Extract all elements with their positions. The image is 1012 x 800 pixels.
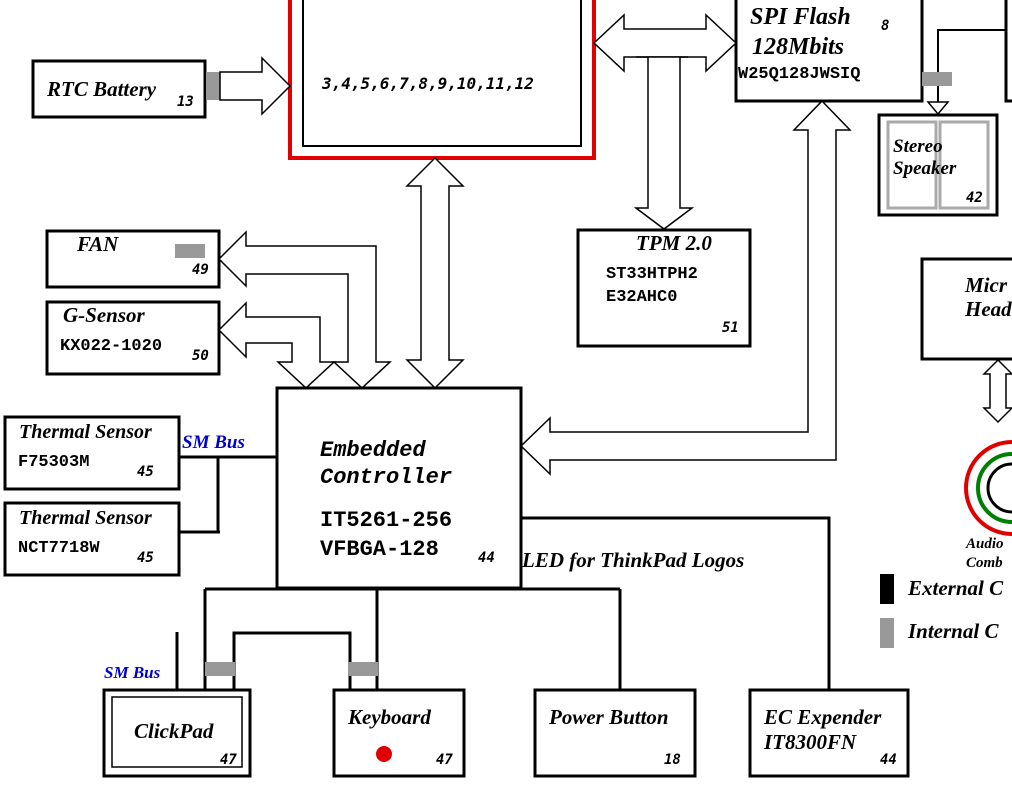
rtc-battery-block: RTC Battery 13: [31, 59, 220, 119]
tpm-part2: E32AHC0: [606, 288, 677, 307]
fan-label: FAN: [76, 232, 119, 256]
clickpad-block: ClickPad 47: [102, 688, 252, 778]
thermal-sensor-2-part: NCT7718W: [18, 539, 100, 558]
legend-internal-swatch: [880, 618, 894, 648]
thermal-sensor-2-label: Thermal Sensor: [19, 507, 152, 529]
stereo-speaker-page: 42: [966, 190, 983, 206]
spi-flash-size: 128Mbits: [752, 34, 844, 60]
power-button-page: 18: [664, 752, 681, 768]
spi-flash-part: W25Q128JWSIQ: [738, 65, 860, 84]
ec-g-sensor-arrow: [217, 301, 336, 390]
stereo-speaker-block: Stereo Speaker 42: [877, 113, 999, 217]
cpu-spi-flash-arrow: [592, 13, 738, 73]
spi-flash-page: 8: [881, 18, 889, 34]
g-sensor-block: G-Sensor KX022-1020 50: [45, 300, 221, 376]
tpm-part1: ST33HTPH2: [606, 265, 698, 284]
ec-page: 44: [478, 550, 495, 566]
rtc-battery-page: 13: [177, 94, 194, 110]
thermal-sensor-1-page: 45: [137, 464, 154, 480]
cpu-ec-arrow: [405, 156, 465, 390]
stereo-speaker-line2: Speaker: [893, 158, 957, 179]
ec-line2: Controller: [320, 465, 452, 490]
thermal-sensor-2-block: Thermal Sensor NCT7718W 45: [3, 501, 181, 577]
ec-expender-page: 44: [880, 752, 897, 768]
audio-combo-line2: Comb: [966, 555, 1003, 571]
ec-part2: VFBGA-128: [320, 537, 439, 562]
keyboard-led-dot: [376, 746, 392, 762]
sm-bus-lines: [179, 455, 278, 534]
legend-external-swatch: [880, 574, 894, 604]
g-sensor-page: 50: [192, 348, 209, 364]
ec-line1: Embedded: [320, 438, 426, 463]
internal-connector: [206, 72, 220, 100]
mic-headset-line2: Head: [964, 297, 1012, 321]
power-button-block: Power Button 18: [533, 688, 697, 778]
g-sensor-part: KX022-1020: [60, 337, 162, 356]
keyboard-page: 47: [436, 752, 453, 768]
clickpad-page: 47: [220, 752, 237, 768]
internal-connector: [205, 662, 235, 676]
thermal-sensor-1-block: Thermal Sensor F75303M 45: [3, 415, 181, 491]
stereo-speaker-line1: Stereo: [893, 136, 943, 157]
spi-flash-block: SPI Flash 8 128Mbits W25Q128JWSIQ: [734, 0, 924, 103]
internal-connector: [175, 244, 205, 258]
fan-block: FAN 49: [45, 229, 221, 289]
mic-headset-line1: Micr: [964, 273, 1008, 297]
ec-expender-line1: EC Expender: [763, 705, 882, 729]
tpm-page: 51: [722, 320, 739, 336]
ec-expender-line2: IT8300FN: [763, 730, 857, 754]
thermal-sensor-2-page: 45: [137, 550, 154, 566]
audio-combo-line1: Audio: [965, 536, 1004, 552]
cpu-page-refs: 3,4,5,6,7,8,9,10,11,12: [321, 74, 534, 93]
keyboard-block: Keyboard 47: [332, 688, 466, 778]
ec-bottom-bus: [175, 516, 831, 690]
tpm-block: TPM 2.0 ST33HTPH2 E32AHC0 51: [576, 228, 752, 348]
right-edge-block: [922, 0, 1012, 116]
g-sensor-label: G-Sensor: [63, 303, 146, 327]
clickpad-label: ClickPad: [134, 719, 214, 743]
spi-to-tpm-arrow: [633, 56, 695, 230]
cpu-block: 3,4,5,6,7,8,9,10,11,12: [288, 0, 596, 160]
fan-page: 49: [192, 262, 209, 278]
embedded-controller-block: Embedded Controller IT5261-256 VFBGA-128…: [275, 386, 523, 590]
legend-internal: Internal C: [907, 619, 999, 643]
mic-audio-arrow: [982, 358, 1012, 424]
thermal-sensor-1-label: Thermal Sensor: [19, 421, 152, 443]
ec-expender-block: EC Expender IT8300FN 44: [748, 688, 910, 778]
sm-bus-clickpad-label: SM Bus: [104, 663, 161, 682]
audio-combo-jack: Audio Comb: [964, 440, 1012, 571]
spi-flash-title: SPI Flash: [750, 4, 851, 30]
rtc-to-cpu-arrow: [219, 56, 292, 116]
keyboard-label: Keyboard: [347, 705, 431, 729]
ec-part1: IT5261-256: [320, 508, 452, 533]
rtc-battery-label: RTC Battery: [46, 77, 157, 101]
led-label: LED for ThinkPad Logos: [521, 548, 744, 572]
legend: External C Internal C: [880, 574, 1004, 648]
sm-bus-main-label: SM Bus: [182, 432, 245, 453]
tpm-title: TPM 2.0: [636, 231, 712, 255]
internal-connector: [348, 662, 378, 676]
internal-connector: [922, 72, 952, 86]
legend-external: External C: [907, 576, 1004, 600]
thermal-sensor-1-part: F75303M: [18, 453, 89, 472]
mic-headset-block: Micr Head: [920, 257, 1012, 361]
power-button-label: Power Button: [548, 705, 669, 729]
